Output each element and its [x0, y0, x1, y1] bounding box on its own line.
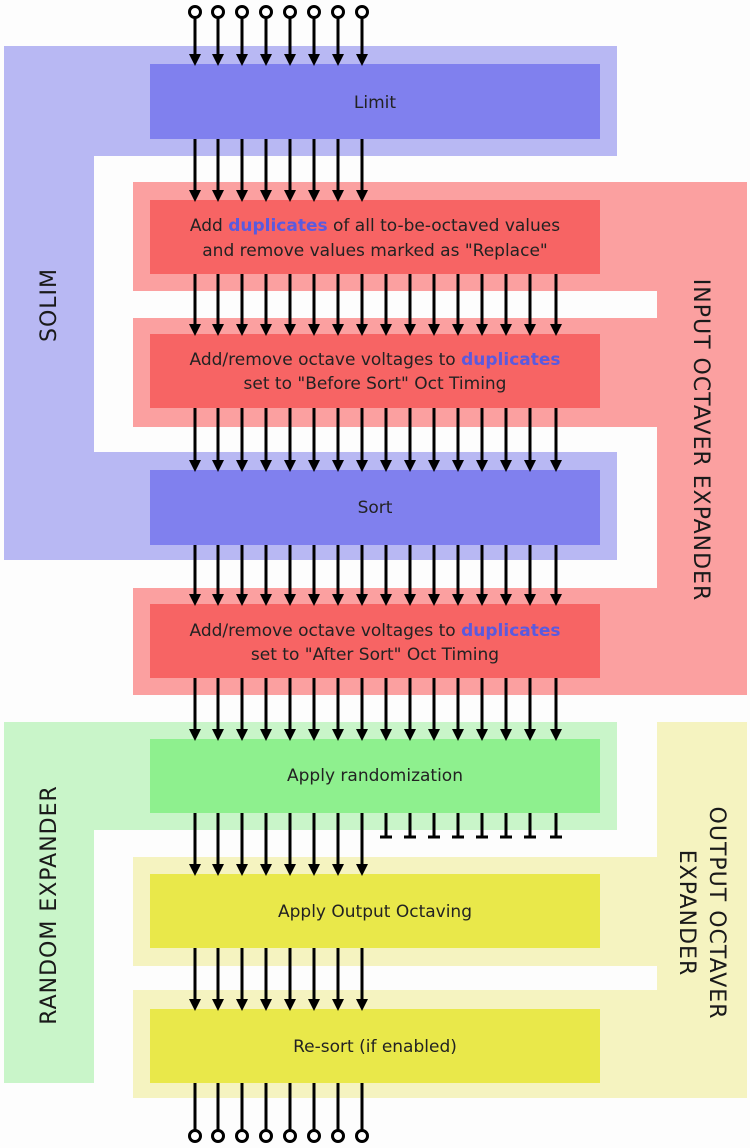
- jack-terminal: [211, 5, 225, 19]
- solim-group-label: SOLIM: [37, 268, 62, 342]
- randomization-box: [150, 739, 600, 813]
- jack-terminal: [259, 1129, 273, 1143]
- output-octaver-group-label-line1: OUTPUT OCTAVER: [704, 807, 729, 1020]
- after-sort-box: [150, 604, 600, 678]
- jack-terminal: [259, 5, 273, 19]
- duplicates-highlight: duplicates: [228, 216, 327, 236]
- random-expander-group-label: RANDOM EXPANDER: [37, 785, 62, 1025]
- jack-terminal: [188, 1129, 202, 1143]
- input-octaver-group-label: INPUT OCTAVER EXPANDER: [688, 279, 713, 602]
- jack-terminal: [331, 1129, 345, 1143]
- duplicates-label-line1: Add duplicates of all to-be-octaved valu…: [190, 216, 560, 236]
- randomization-label: Apply randomization: [287, 766, 463, 786]
- output-octaving-label: Apply Output Octaving: [278, 902, 472, 922]
- jack-terminal: [283, 5, 297, 19]
- duplicates-label-line2: and remove values marked as "Replace": [202, 241, 547, 261]
- duplicates-box: [150, 200, 600, 274]
- output-octaver-group-label-line2: EXPANDER: [674, 850, 699, 976]
- jack-terminal: [355, 5, 369, 19]
- jack-terminal: [355, 1129, 369, 1143]
- duplicates-highlight: duplicates: [461, 621, 560, 641]
- resort-box: [150, 1009, 600, 1083]
- jack-terminal: [283, 1129, 297, 1143]
- sort-box: [150, 470, 600, 545]
- jack-terminal: [307, 5, 321, 19]
- jack-terminal: [331, 5, 345, 19]
- before-sort-box: [150, 334, 600, 408]
- jack-terminal: [235, 5, 249, 19]
- jack-terminal: [188, 5, 202, 19]
- before-sort-label-line2: set to "Before Sort" Oct Timing: [244, 374, 507, 394]
- before-sort-label-line1: Add/remove octave voltages to duplicates: [189, 350, 560, 370]
- output-octaving-box: [150, 874, 600, 948]
- limit-label: Limit: [354, 93, 396, 113]
- jack-terminal: [211, 1129, 225, 1143]
- signal-wires: [188, 5, 562, 1143]
- resort-label: Re-sort (if enabled): [293, 1037, 457, 1057]
- jack-terminal: [235, 1129, 249, 1143]
- duplicates-highlight: duplicates: [461, 350, 560, 370]
- after-sort-label-line1: Add/remove octave voltages to duplicates: [189, 621, 560, 641]
- after-sort-label-line2: set to "After Sort" Oct Timing: [251, 645, 499, 665]
- limit-box: [150, 64, 600, 139]
- sort-label: Sort: [358, 498, 393, 518]
- jack-terminal: [307, 1129, 321, 1143]
